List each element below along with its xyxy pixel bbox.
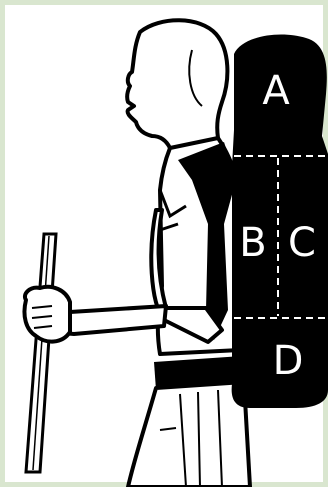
zone-d-label: D — [273, 338, 304, 384]
hiker-figure — [24, 20, 250, 487]
zone-a-label: A — [262, 68, 290, 114]
hiking-pole — [26, 234, 56, 472]
zone-c-label: C — [288, 220, 316, 266]
diagram-stage: A B C D — [10, 10, 328, 487]
backpack: A B C D — [232, 35, 328, 408]
zone-b-label: B — [239, 220, 266, 266]
backpack-loading-diagram: A B C D — [10, 10, 328, 487]
